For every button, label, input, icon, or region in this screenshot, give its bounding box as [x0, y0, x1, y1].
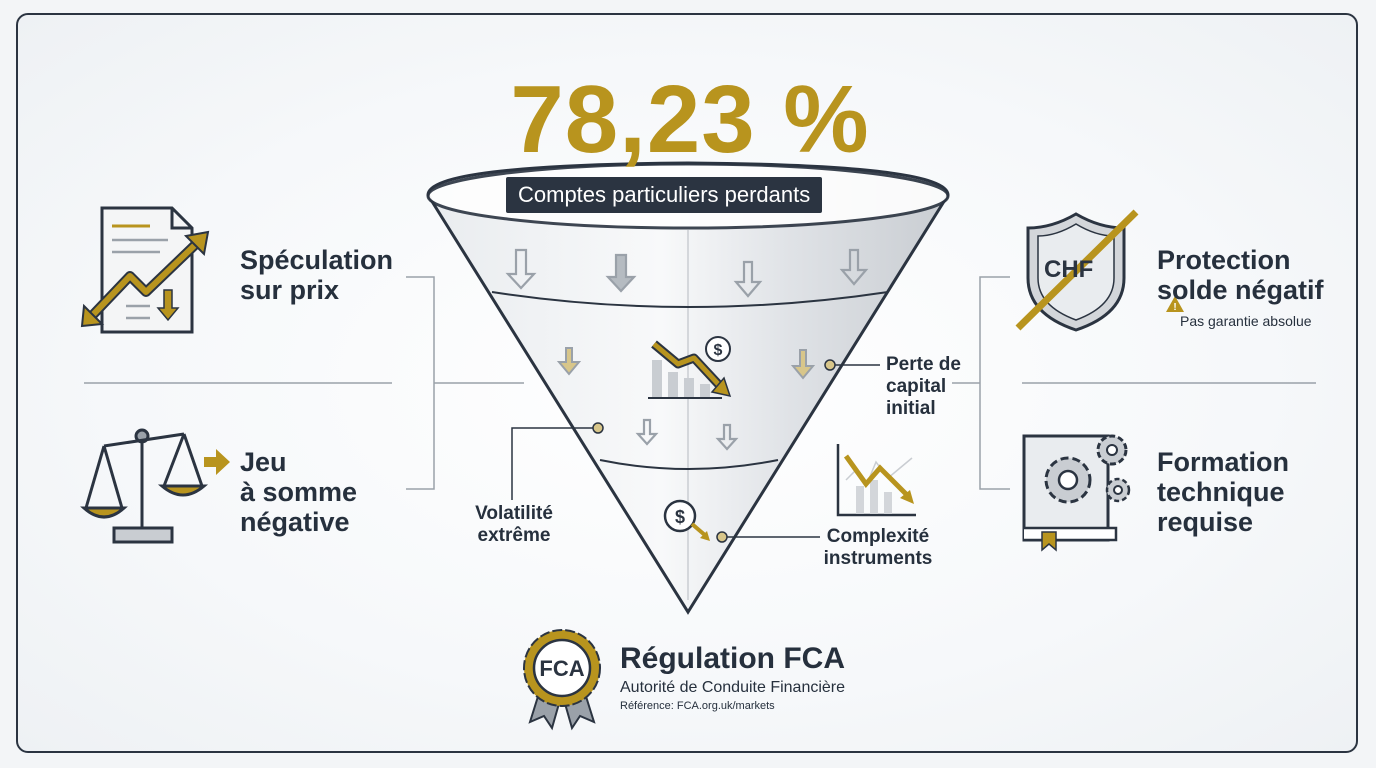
down-arrow-icons: [505, 248, 869, 451]
shield-icon: [1015, 209, 1139, 332]
fca-regulation-title: Régulation FCA: [620, 642, 845, 675]
leader-dots: [592, 359, 836, 543]
technical-training-label: Formation technique requise: [1157, 447, 1289, 537]
fca-reference: Référence: FCA.org.uk/markets: [620, 700, 775, 712]
svg-text:$: $: [675, 507, 685, 527]
shield-text: CHF: [1044, 256, 1094, 283]
loss-percentage: 78,23 %: [510, 66, 870, 173]
negative-balance-protection-label: Protection solde négatif: [1157, 245, 1324, 305]
negative-sum-game-label: Jeu à somme négative: [240, 447, 358, 537]
volatility-label: Volatilité extrême: [475, 503, 553, 546]
arrow-right-icon: [204, 449, 230, 475]
right-connectors: [952, 276, 1316, 490]
speculation-document-icon: [80, 206, 210, 334]
capital-loss-label: Perte de capital initial: [886, 354, 961, 419]
complexity-chart-icon: [836, 444, 916, 517]
dollar-down-icon: $: [663, 499, 710, 541]
fca-seal-icon: [523, 629, 601, 731]
leader-lines: [511, 364, 880, 538]
fca-subtitle: Autorité de Conduite Financière: [620, 679, 846, 696]
svg-text:!: !: [1173, 302, 1176, 313]
gold-arrow-icons: [556, 347, 816, 380]
left-connectors: [84, 276, 524, 490]
warning-icon: !: [1166, 296, 1184, 313]
svg-text:$: $: [714, 342, 723, 359]
loss-chart-icon: $: [648, 336, 732, 399]
technical-book-gears-icon: [1022, 434, 1131, 552]
complexity-label: Complexité instruments: [823, 526, 933, 569]
speculation-label: Spéculation sur prix: [240, 245, 394, 305]
balance-scale-icon: [80, 428, 209, 544]
warning-text: Pas garantie absolue: [1180, 313, 1312, 329]
losing-accounts-caption: Comptes particuliers perdants: [506, 177, 823, 213]
fca-seal-text: FCA: [539, 656, 585, 681]
